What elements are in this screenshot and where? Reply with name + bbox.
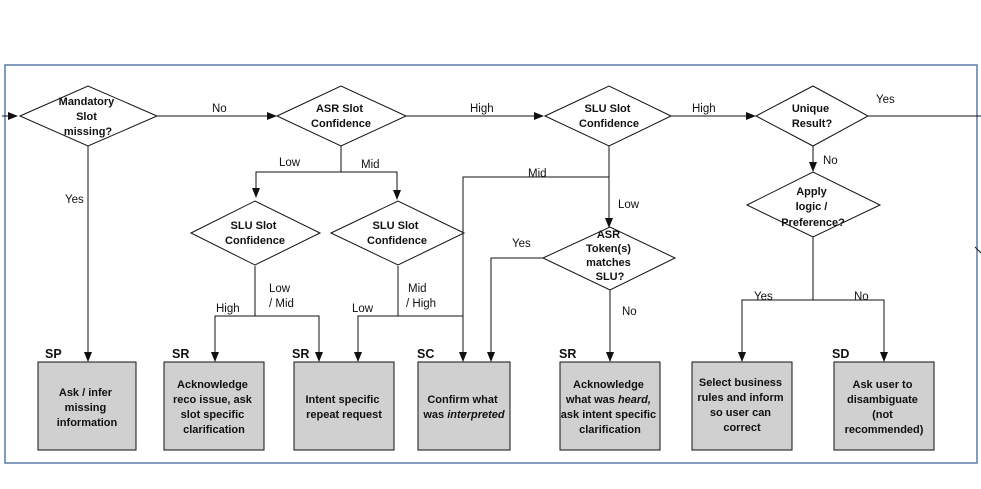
svg-text:Acknowledge what was hea: Acknowledge what was heard, ask intent s…: [561, 379, 659, 436]
decision-slu-slot-confidence-left: SLU Slot Confidence: [189, 200, 322, 266]
outcome-disambiguate: Ask user to disambiguate (not recommende…: [833, 361, 935, 451]
edge-label-no-unique: No: [823, 155, 838, 167]
edge-label-high-1: High: [470, 103, 494, 115]
outcome-intent-repeat: Intent specific repeat request: [293, 361, 395, 451]
decision-slu-slot-confidence-top: SLU Slot Confidence: [543, 85, 673, 147]
tag-sr-1: SR: [172, 347, 189, 361]
tag-sr-2: SR: [292, 347, 309, 361]
svg-text:SLU Slot Confidence: SLU Slot Confidence: [225, 220, 285, 247]
decision-slu-slot-confidence-mid: SLU Slot Confidence: [329, 200, 466, 266]
line-slu-mid: [462, 176, 609, 316]
svg-text:Intent specific repeat r: Intent specific repeat request: [305, 394, 382, 421]
edge-label-no-logic: No: [854, 291, 869, 303]
edge-label-no-token: No: [622, 306, 637, 318]
svg-text:SLU Slot Confidence: SLU Slot Confidence: [367, 220, 427, 247]
arrow-asr-low: [252, 146, 342, 198]
edge-label-midhigh-1: Mid: [408, 283, 427, 295]
outcome-ask-infer: Ask / infer missing information: [37, 361, 137, 451]
arrow-logic-no: [813, 299, 888, 362]
diagram-frame: [4, 64, 978, 464]
edge-label-mid-slu: Mid: [528, 168, 547, 180]
edge-label-high-2: High: [692, 103, 716, 115]
edge-label-low-mid: Low: [352, 303, 374, 315]
edge-label-yes-top: Yes: [876, 94, 895, 106]
edge-label-yes-logic: Yes: [754, 291, 773, 303]
tag-sd: SD: [832, 347, 849, 361]
decision-asr-slot-confidence: ASR Slot Confidence: [275, 85, 408, 147]
svg-text:ASR Token(s) match: ASR Token(s) matches SLU?: [586, 229, 634, 283]
svg-text:SLU Slot Confidence: SLU Slot Confidence: [579, 103, 639, 130]
edge-label-high-left: High: [216, 303, 240, 315]
edge-label-mid-asr: Mid: [361, 159, 380, 171]
tag-sp: SP: [45, 347, 62, 361]
outcome-confirm-interpreted: Confirm what was interpreted: [417, 361, 511, 451]
arrow-slu-left-high: [211, 266, 256, 362]
edge-label-no-1: No: [212, 103, 227, 115]
decision-unique-result: Unique Result?: [754, 85, 870, 147]
arrow-slu-left-lowmid: [255, 315, 323, 362]
arrow-token-yes: [487, 257, 543, 362]
decision-apply-logic: Apply logic / Preference?: [745, 171, 882, 238]
tag-sr-3: SR: [559, 347, 576, 361]
edge-label-yes-token: Yes: [512, 238, 531, 250]
edge-label-lowmid-1: Low: [269, 283, 291, 295]
svg-text:Apply logic / Pref: Apply logic / Preference?: [781, 186, 845, 229]
tag-sc: SC: [417, 347, 434, 361]
edge-label-low-slu: Low: [618, 199, 640, 211]
svg-text:Ask user to disambiguate: Ask user to disambiguate (not recommende…: [845, 379, 924, 436]
outcome-acknowledge-heard: Acknowledge what was heard, ask intent s…: [559, 361, 661, 451]
svg-text:Select business rules an: Select business rules and inform so user…: [697, 377, 786, 434]
svg-text:Ask / infer missing: Ask / infer missing information: [57, 387, 118, 429]
edge-label-lowmid-2: / Mid: [269, 298, 294, 310]
svg-text:Acknowledge reco issue,: Acknowledge reco issue, ask slot specifi…: [173, 379, 255, 436]
stray-mark: [974, 246, 981, 254]
edge-label-midhigh-2: / High: [406, 298, 436, 310]
svg-text:Confirm what was interpr: Confirm what was interpreted: [422, 394, 505, 421]
svg-text:Mandatory Slot mis: Mandatory Slot missing?: [59, 96, 118, 138]
connectors: [2, 112, 981, 362]
edge-label-low-asr: Low: [279, 157, 301, 169]
edge-label-yes-mandatory: Yes: [65, 194, 84, 206]
decision-mandatory-slot: Mandatory Slot missing?: [18, 85, 159, 147]
outcome-acknowledge-reco: Acknowledge reco issue, ask slot specifi…: [163, 361, 265, 451]
svg-text:ASR Slot Confidence: ASR Slot Confidence: [311, 103, 371, 130]
arrow-logic-yes: [738, 236, 814, 362]
arrow-slu-mid-low: [354, 266, 399, 362]
decision-asr-token-matches: ASR Token(s) matches SLU?: [541, 226, 677, 291]
outcome-business-rules: Select business rules and inform so user…: [691, 361, 793, 451]
arrow-asr-mid: [341, 171, 401, 200]
svg-text:Unique Result?: Unique Result?: [792, 103, 833, 130]
